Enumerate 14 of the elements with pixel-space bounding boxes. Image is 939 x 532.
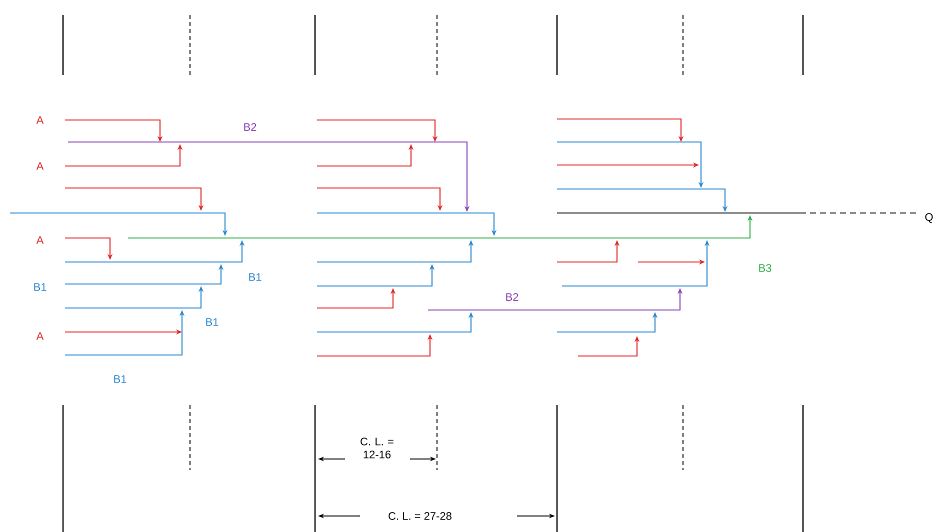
segment-label: B1: [206, 318, 218, 326]
dimension-label: C. L. = 27-28: [388, 512, 452, 520]
segment-label: B1: [114, 375, 126, 383]
segment-label: A: [36, 116, 44, 124]
segment-label: A: [36, 332, 44, 340]
segment-label: A: [36, 162, 44, 170]
segment-label: B1: [34, 283, 46, 291]
segment-label: A: [36, 236, 44, 244]
segment-label: B2: [244, 123, 256, 131]
segment-label: B1: [249, 273, 262, 281]
dimension-label: C. L. = 12-16: [360, 438, 394, 458]
segment-label: B3: [759, 264, 772, 272]
segment-label: B2: [506, 293, 518, 301]
segment-label: Q: [925, 213, 933, 223]
